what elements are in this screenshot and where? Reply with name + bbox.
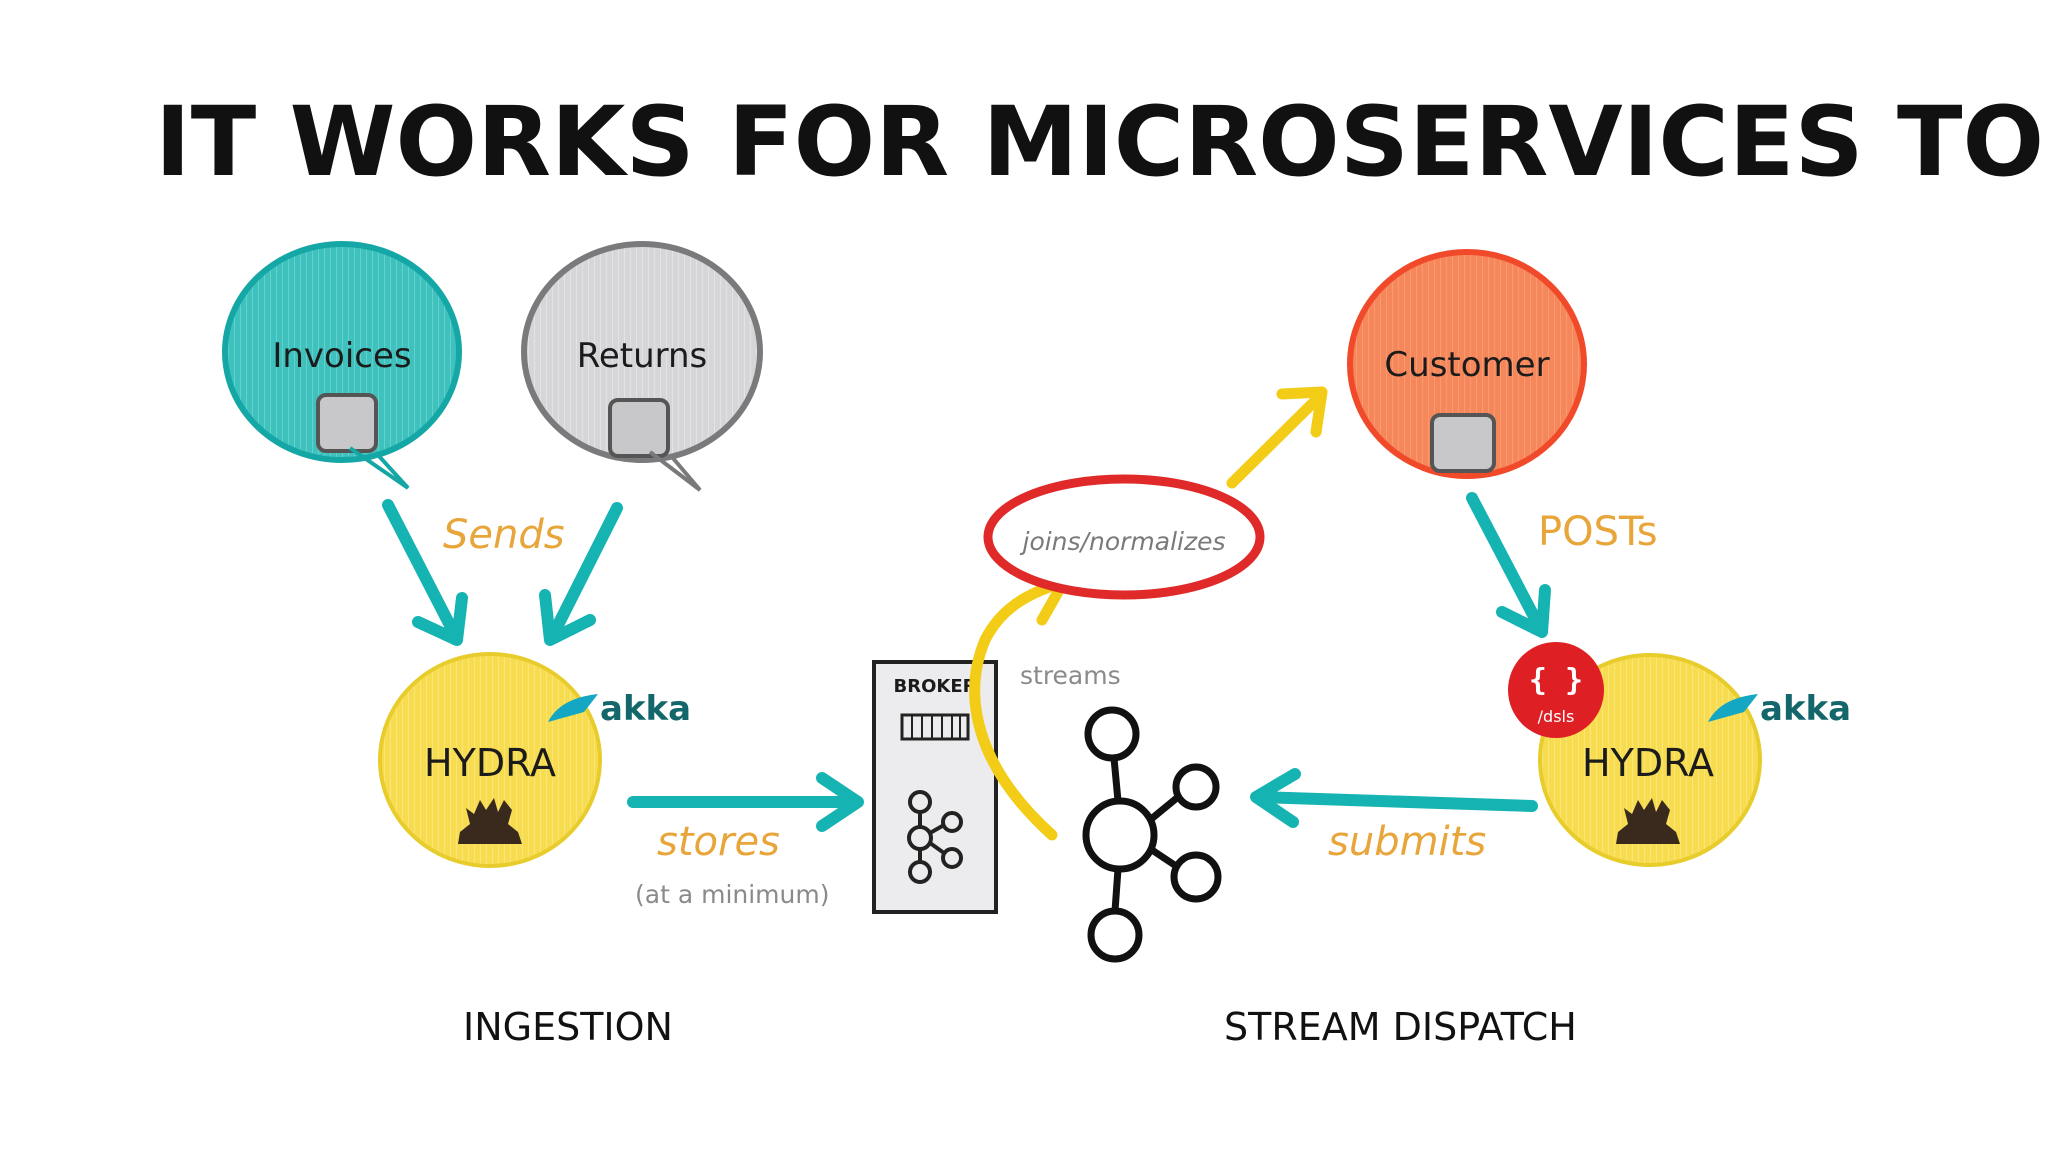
streams-label: streams bbox=[1020, 661, 1121, 690]
hydra-left-dragon-icon bbox=[458, 798, 522, 844]
akka-right-logo-icon bbox=[1708, 694, 1758, 722]
sends-arrows bbox=[382, 499, 623, 646]
returns-service: Returns bbox=[521, 241, 763, 492]
invoices-label: Invoices bbox=[272, 336, 411, 376]
dsls-label: /dsls bbox=[1538, 707, 1575, 726]
hydra-left: HYDRA akka bbox=[378, 652, 691, 868]
stores-arrow bbox=[627, 772, 864, 832]
hydra-right-label: HYDRA bbox=[1582, 741, 1714, 785]
akka-left-label: akka bbox=[600, 689, 691, 729]
posts-label: POSTs bbox=[1538, 509, 1658, 555]
dsls-badge bbox=[1508, 642, 1604, 738]
invoices-circle bbox=[222, 241, 462, 463]
section-ingestion: INGESTION bbox=[463, 1005, 673, 1049]
hydra-left-circle bbox=[378, 652, 602, 868]
arrowhead-stores bbox=[816, 772, 864, 832]
hydra-right: HYDRA akka { } /dsls bbox=[1508, 642, 1851, 867]
hydra-left-label: HYDRA bbox=[424, 741, 556, 785]
kafka-streams-icon bbox=[1082, 706, 1222, 963]
arrow-joins-to-customer bbox=[1226, 392, 1324, 489]
broker-label: BROKER bbox=[894, 676, 977, 697]
submits-label: submits bbox=[1328, 819, 1486, 865]
arrow-broker-to-joins bbox=[969, 579, 1061, 841]
joins-to-customer-arrow bbox=[1226, 386, 1328, 489]
arrowhead-submits bbox=[1250, 768, 1301, 828]
dsls-braces-icon: { } bbox=[1529, 663, 1583, 698]
returns-container-icon bbox=[608, 398, 670, 458]
joins-node: joins/normalizes bbox=[983, 474, 1265, 600]
broker-kafka-icon bbox=[907, 790, 963, 884]
arrow-hydra-to-streams bbox=[1252, 791, 1538, 812]
arrowhead-returns bbox=[539, 589, 596, 646]
arrowhead-invoices bbox=[412, 592, 468, 646]
customer-container-icon bbox=[1430, 413, 1496, 473]
returns-speech-tail bbox=[648, 450, 702, 492]
section-stream-dispatch: STREAM DISPATCH bbox=[1224, 1005, 1577, 1049]
sends-label: Sends bbox=[443, 512, 565, 558]
stores-note: (at a minimum) bbox=[635, 880, 829, 909]
akka-right-label: akka bbox=[1760, 689, 1851, 729]
invoices-service: Invoices bbox=[222, 241, 462, 490]
customer-service: Customer bbox=[1347, 249, 1587, 479]
customer-circle bbox=[1347, 249, 1587, 479]
arrow-customer-to-hydra bbox=[1466, 492, 1546, 634]
hydra-right-dragon-icon bbox=[1616, 798, 1680, 844]
submits-arrow bbox=[1250, 768, 1538, 828]
returns-label: Returns bbox=[577, 336, 708, 376]
akka-left-logo-icon bbox=[548, 694, 598, 722]
invoices-container-icon bbox=[316, 393, 378, 453]
broker-queue-icon bbox=[900, 713, 970, 741]
broker-queue-lines bbox=[911, 715, 961, 739]
invoices-speech-tail bbox=[348, 446, 410, 490]
arrowhead-posts bbox=[1496, 584, 1551, 638]
customer-label: Customer bbox=[1384, 345, 1549, 385]
posts-arrow bbox=[1466, 492, 1551, 638]
returns-circle bbox=[521, 241, 763, 463]
arrow-invoices-to-hydra bbox=[382, 499, 461, 641]
joins-ring bbox=[983, 474, 1265, 600]
joins-label: joins/normalizes bbox=[1020, 527, 1226, 556]
slide-title: IT WORKS FOR MICROSERVICES TOO bbox=[155, 86, 2048, 198]
arrowhead-joins bbox=[1276, 386, 1328, 438]
stores-label: stores bbox=[657, 819, 780, 865]
arrow-returns-to-hydra bbox=[547, 502, 623, 641]
